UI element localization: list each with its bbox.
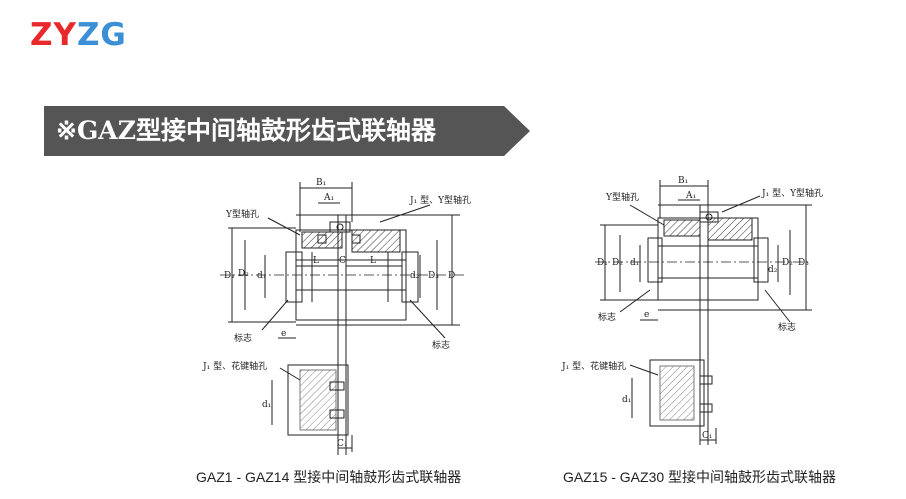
label-b1: B₁	[678, 176, 688, 186]
left-figure-caption: GAZ1 - GAZ14 型接中间轴鼓形齿式联轴器	[196, 469, 462, 485]
label-d1-sub: d₁	[622, 395, 631, 405]
label-a1: A₁	[685, 191, 696, 201]
left-figure-labels: B₁ A₁ J₁ 型、Y型轴孔 Y型轴孔 D₁ D₂ d₁ L C L d₂ D…	[202, 178, 471, 449]
label-mark-right: 标志	[778, 321, 796, 333]
label-D1: D₁	[224, 271, 235, 281]
label-L-right: L	[370, 256, 376, 266]
logo-letter: G	[100, 16, 127, 53]
label-d1: d₁	[630, 258, 639, 268]
label-mark-right: 标志	[432, 339, 450, 351]
label-a1: A₁	[323, 193, 334, 203]
label-D2-right: D₂	[782, 258, 793, 268]
page-title: ※GAZ型接中间轴鼓形齿式联轴器	[56, 116, 436, 145]
label-C1: C₁	[337, 439, 348, 449]
logo-letter: Z	[30, 16, 54, 53]
label-y-bore: Y型轴孔	[605, 191, 639, 203]
right-coupling-drawing	[595, 180, 812, 445]
label-e: e	[281, 329, 286, 339]
label-C1: C₁	[702, 431, 713, 441]
label-e: e	[644, 310, 649, 320]
label-D2: D₂	[238, 269, 249, 279]
label-mark-left: 标志	[234, 332, 252, 344]
label-j1-y-bore: J₁ 型、Y型轴孔	[409, 194, 471, 206]
label-d1-sub: d₁	[262, 400, 271, 410]
label-d1: d₁	[257, 271, 266, 281]
label-j1-spline: J₁ 型、花键轴孔	[561, 360, 626, 372]
right-figure-caption: GAZ15 - GAZ30 型接中间轴鼓形齿式联轴器	[563, 469, 837, 485]
label-L-left: L	[313, 256, 319, 266]
label-d2: d₂	[410, 271, 420, 281]
label-D1: D₁	[597, 258, 608, 268]
label-D2: D₂	[612, 258, 623, 268]
label-C: C	[339, 256, 346, 266]
label-mark-left: 标志	[598, 311, 616, 323]
label-y-bore: Y型轴孔	[225, 208, 259, 220]
label-D3: D₃	[428, 271, 439, 281]
logo-letter: Y	[53, 16, 77, 53]
label-j1-y-bore: J₁ 型、Y型轴孔	[761, 187, 823, 199]
label-D: D	[448, 271, 455, 281]
heading-banner	[44, 106, 530, 156]
label-D3: D₃	[798, 258, 809, 268]
label-j1-spline: J₁ 型、花键轴孔	[202, 360, 267, 372]
brand-logo: Z Y Z G	[30, 16, 127, 53]
right-figure-labels: B₁ A₁ Y型轴孔 J₁ 型、Y型轴孔 D₁ D₂ d₁ d₂ D₂ D₃ 标…	[561, 176, 823, 441]
label-d2: d₂	[768, 265, 778, 275]
left-coupling-drawing	[220, 182, 465, 455]
logo-letter: Z	[76, 16, 101, 53]
label-b1: B₁	[316, 178, 326, 188]
